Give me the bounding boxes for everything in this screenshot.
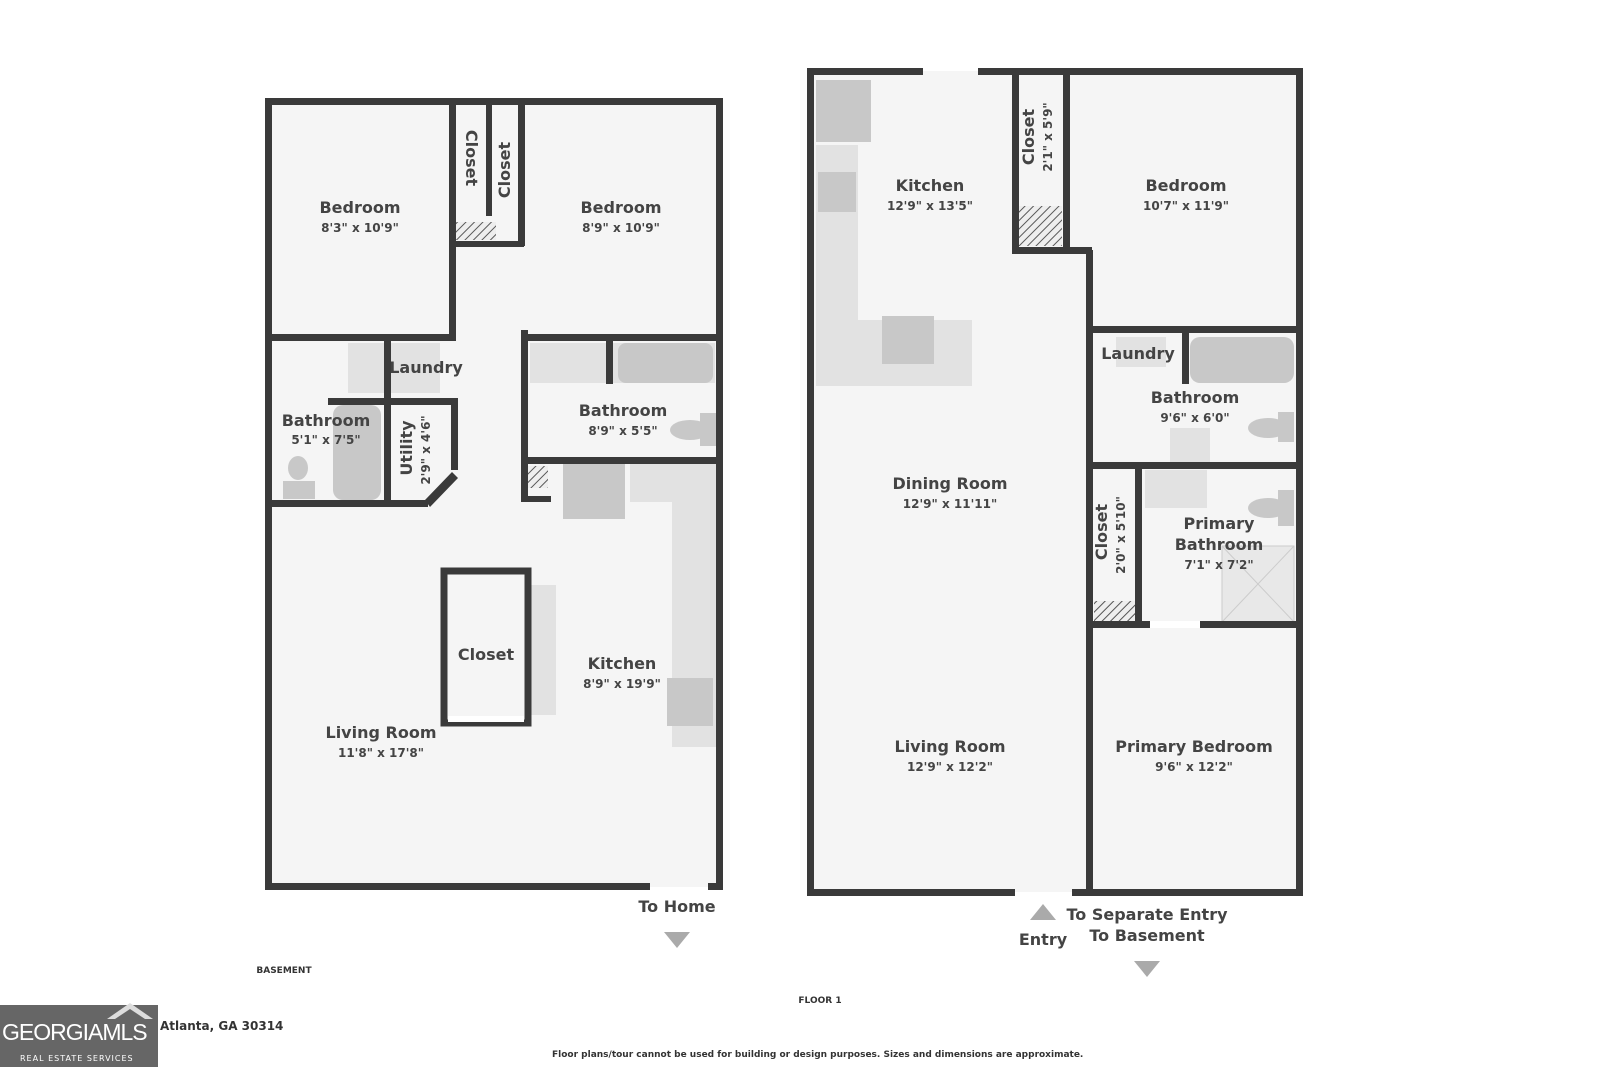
room-dims: 5'1" x 7'5" (291, 433, 360, 447)
room-label: Bedroom (580, 198, 661, 217)
room-label: Closet (495, 142, 514, 199)
room-dims: 9'6" x 12'2" (1155, 760, 1233, 774)
arrow-down-icon (664, 932, 690, 948)
room-label: Closet (462, 130, 481, 187)
disclaimer: Floor plans/tour cannot be used for buil… (552, 1050, 1084, 1060)
room-label: Dining Room (892, 474, 1007, 493)
room-dims: 10'7" x 11'9" (1143, 199, 1229, 213)
room-label: Closet (458, 645, 515, 664)
floor1-plan: Kitchen 12'9" x 13'5" Closet 2'1" x 5'9"… (798, 68, 1303, 1006)
georgia-mls-logo: GEORGIAMLS REAL ESTATE SERVICES (0, 1003, 158, 1067)
room-dims: 8'3" x 10'9" (321, 221, 399, 235)
roof-icon (107, 1003, 153, 1019)
floor-label: BASEMENT (256, 966, 312, 976)
room-dims: 2'9" x 4'6" (419, 415, 433, 484)
room-dims: 11'8" x 17'8" (338, 746, 424, 760)
room-label: Bathroom (1175, 535, 1264, 554)
basement-plan: Bedroom 8'3" x 10'9" Bedroom 8'9" x 10'9… (256, 98, 723, 976)
room-label: Kitchen (588, 654, 657, 673)
room-dims: 8'9" x 19'9" (583, 677, 661, 691)
room-label: Living Room (895, 737, 1006, 756)
floor-label: FLOOR 1 (798, 996, 841, 1006)
room-label: Primary Bedroom (1115, 737, 1273, 756)
address: Atlanta, GA 30314 (160, 1019, 284, 1033)
room-dims: 7'1" x 7'2" (1184, 558, 1253, 572)
room-label: Laundry (389, 358, 463, 377)
room-dims: 2'1" x 5'9" (1041, 102, 1055, 171)
room-label: Bedroom (1145, 176, 1226, 195)
room-dims: 8'9" x 10'9" (582, 221, 660, 235)
room-dims: 12'9" x 11'11" (903, 497, 997, 511)
room-label: Laundry (1101, 344, 1175, 363)
room-label: Bathroom (282, 411, 371, 430)
logo-subtext: REAL ESTATE SERVICES (20, 1054, 134, 1063)
room-dims: 12'9" x 12'2" (907, 760, 993, 774)
room-label: Bathroom (1151, 388, 1240, 407)
room-label: Living Room (326, 723, 437, 742)
room-label: Kitchen (896, 176, 965, 195)
room-dims: 8'9" x 5'5" (588, 424, 657, 438)
room-label: Bathroom (579, 401, 668, 420)
room-dims: 9'6" x 6'0" (1160, 411, 1229, 425)
entry-label: Entry (1019, 930, 1068, 949)
arrow-up-icon (1030, 904, 1056, 920)
room-label: Bedroom (319, 198, 400, 217)
arrow-down-icon (1134, 961, 1160, 977)
room-dims: 12'9" x 13'5" (887, 199, 973, 213)
exit-label: To Separate Entry (1066, 905, 1228, 924)
exit-label: To Basement (1089, 926, 1205, 945)
exit-label: To Home (638, 897, 715, 916)
room-label: Primary (1184, 514, 1255, 533)
room-label: Utility (397, 420, 416, 476)
room-label: Closet (1092, 504, 1111, 561)
logo-text: GEORGIAMLS (2, 1019, 148, 1045)
room-label: Closet (1019, 109, 1038, 166)
room-dims: 2'0" x 5'10" (1114, 496, 1128, 574)
